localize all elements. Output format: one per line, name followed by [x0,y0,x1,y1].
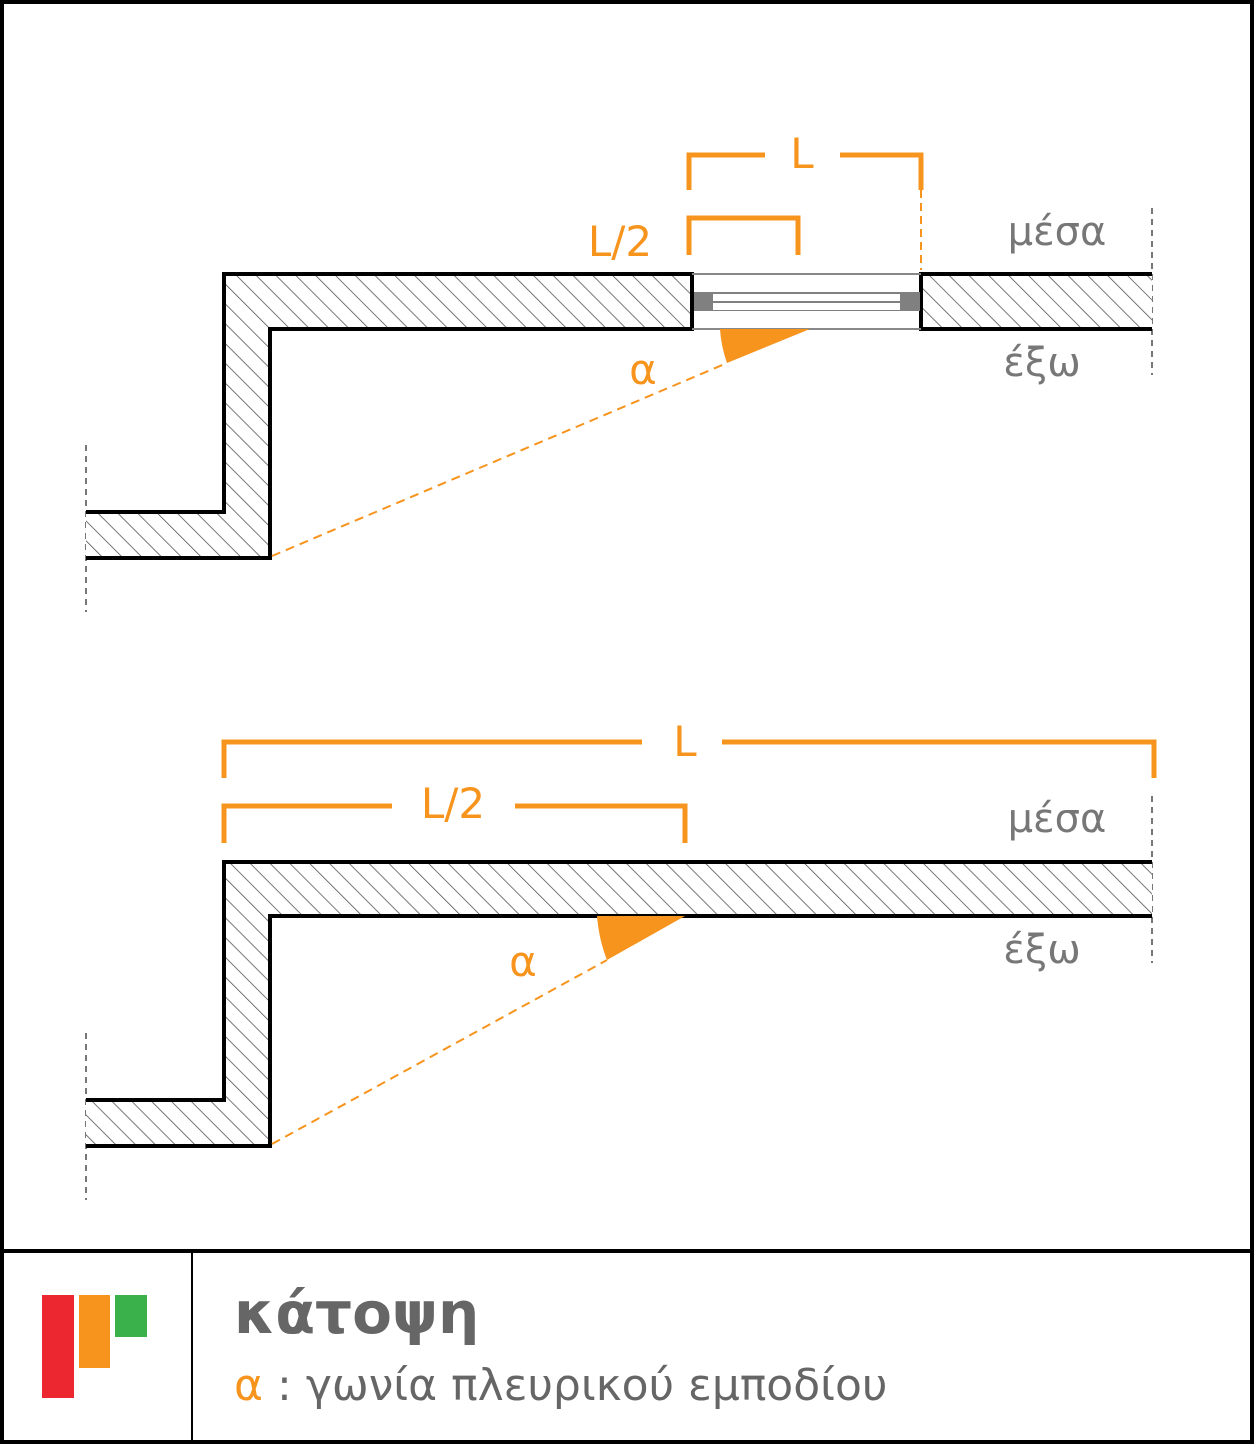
angle-wedge [597,916,685,960]
outside-label: έξω [1003,927,1080,973]
angle-wedge [720,329,810,363]
top-diagram: L L/2 μέσα έξω α [85,129,1153,612]
footer-title: κάτοψη [234,1279,479,1347]
wall-outline [86,860,1152,1148]
window [692,273,921,330]
dimension-L-half [686,215,801,255]
wall-hatch [86,274,692,558]
wall-outline [919,272,1152,331]
wall-hatch [86,862,1152,1146]
logo [42,1295,147,1398]
dimension-L-half [221,803,688,843]
dim-L-half-label: L/2 [588,217,652,266]
sight-line [271,959,608,1145]
footer: κάτοψη α : γωνία πλευρικού εμποδίου [2,1249,1252,1442]
footer-legend: α : γωνία πλευρικού εμποδίου [234,1360,887,1411]
dimension-L [686,152,924,190]
angle-label: α [629,345,657,394]
dimension-L [221,739,1157,778]
inside-label: μέσα [1008,796,1107,842]
outside-label: έξω [1003,340,1080,386]
dim-L-label: L [673,717,697,766]
dim-L-label: L [790,129,814,178]
wall-hatch [921,274,1152,329]
inside-label: μέσα [1008,209,1107,255]
wall-outline [86,272,694,560]
sight-line [271,362,728,557]
dim-L-half-label: L/2 [421,779,485,828]
bottom-diagram: L L/2 μέσα έξω α [85,717,1157,1200]
angle-label: α [509,937,537,986]
